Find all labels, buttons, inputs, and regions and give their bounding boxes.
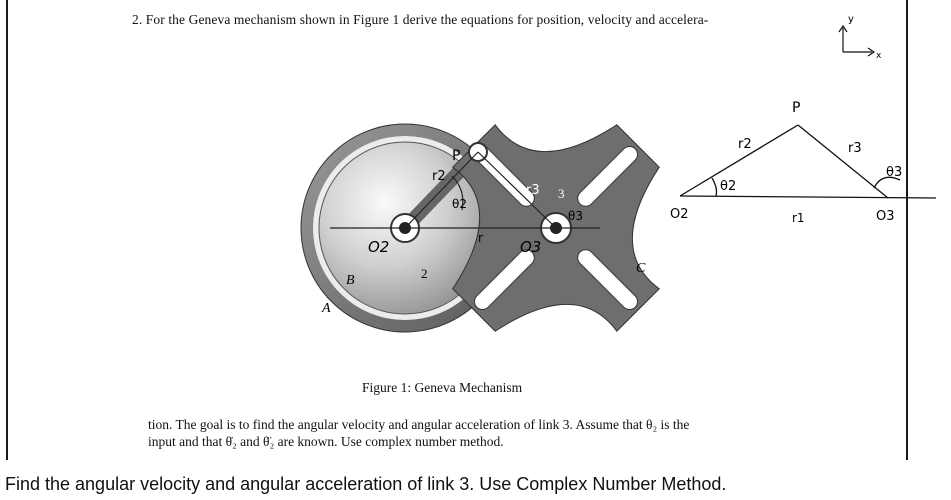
label-b: B: [346, 273, 355, 288]
label-a: A: [321, 301, 331, 316]
figure-canvas: A B C 2 3 O2 O3 P r2 r3 r θ2 θ3 y x P r2…: [300, 14, 937, 333]
sketch-r1: r1: [792, 211, 805, 225]
label-r1: r: [478, 231, 483, 245]
problem-statement-line-3: input and that θ̇₂ and θ̈₂ are known. Us…: [148, 434, 504, 449]
label-theta3: θ3: [568, 209, 583, 223]
question-text: Find the angular velocity and angular ac…: [5, 474, 727, 494]
problem-statement-line-1: 2. For the Geneva mechanism shown in Fig…: [132, 12, 709, 27]
label-c: C: [636, 261, 646, 276]
problem-statement-line-2: tion. The goal is to find the angular ve…: [148, 417, 690, 432]
sketch-o2: O2: [670, 207, 689, 222]
label-link-3: 3: [558, 186, 565, 201]
sketch-axis-x: x: [876, 51, 882, 61]
sketch-theta2: θ2: [720, 179, 736, 194]
sketch-theta3: θ3: [886, 165, 902, 180]
figure-caption: Figure 1: Geneva Mechanism: [362, 380, 523, 395]
sketch-axes: [838, 24, 876, 57]
page-border-left: [6, 0, 8, 460]
figure-construction-lines: [330, 151, 600, 229]
sketch-triangle: [679, 124, 937, 199]
label-o2: O2: [368, 238, 389, 256]
label-r2: r2: [432, 169, 446, 184]
sketch-r3: r3: [848, 141, 862, 156]
page-border-right: [906, 0, 908, 460]
label-o3: O3: [520, 238, 541, 256]
sketch-p: P: [792, 100, 800, 116]
label-theta2: θ2: [452, 197, 467, 211]
label-p: P: [452, 148, 460, 164]
sketch-axis-y: y: [848, 14, 854, 25]
label-r3: r3: [526, 183, 540, 198]
sketch-o3: O3: [876, 209, 895, 224]
sketch-r2: r2: [738, 137, 752, 152]
label-link-2: 2: [421, 266, 428, 281]
